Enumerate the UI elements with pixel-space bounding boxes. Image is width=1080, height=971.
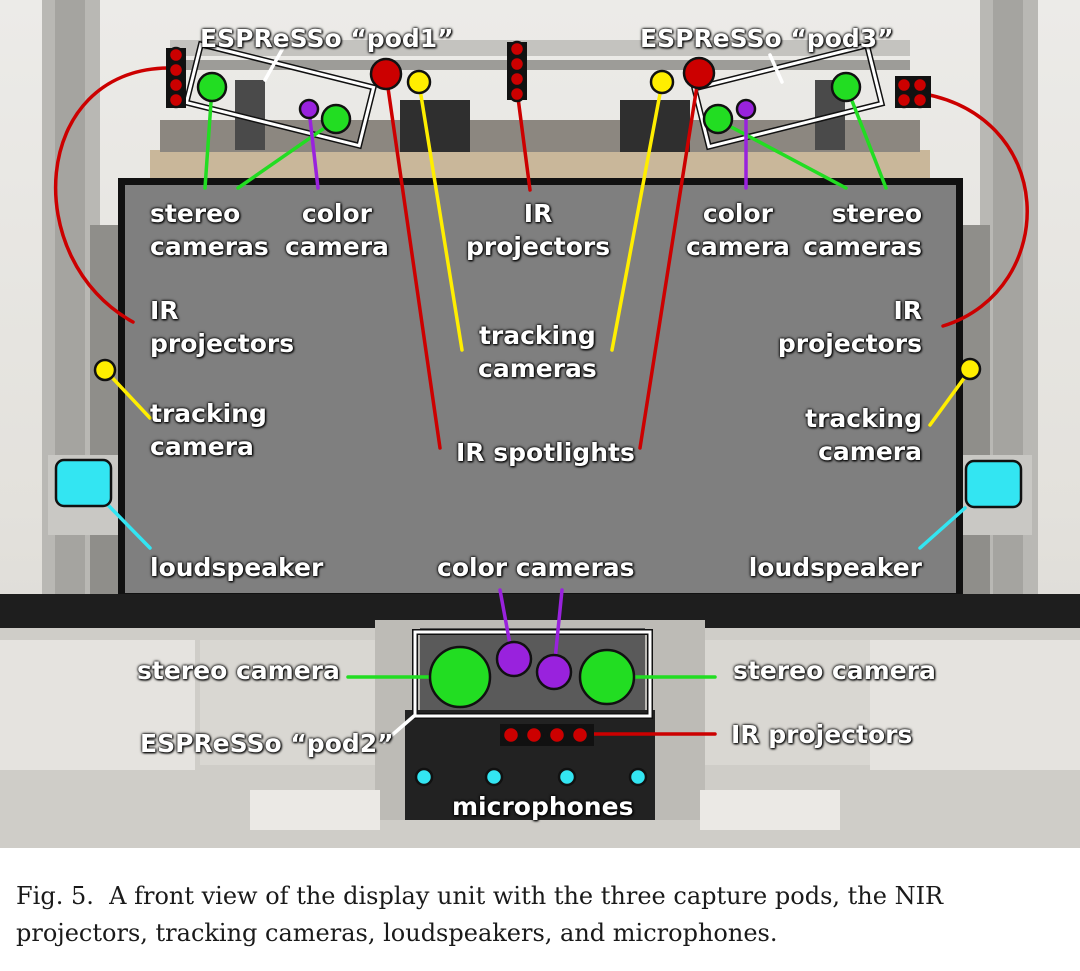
microphone-marker — [484, 767, 504, 787]
ir-spotlight-marker — [369, 57, 403, 91]
rig-frame — [42, 0, 1038, 605]
stereo-camera-marker — [702, 103, 734, 135]
leader-stereo-left-b — [236, 118, 338, 190]
leader-track-right — [928, 368, 972, 427]
stereo-camera-marker — [196, 71, 228, 103]
microphone-marker — [557, 767, 577, 787]
ir-projector-marker — [911, 91, 929, 109]
ir-projector-marker — [508, 40, 526, 58]
label-microphones: microphones — [452, 792, 634, 821]
leader-track-right-center — [610, 81, 664, 352]
stereo-camera-marker — [428, 645, 492, 709]
label-pod1: ESPReSSo “pod1” — [200, 24, 454, 53]
ir-projector-marker — [167, 61, 185, 79]
ir-projector-marker — [508, 55, 526, 73]
ir-projector-marker — [167, 76, 185, 94]
label-stereo-camera-right: stereo camera — [733, 656, 936, 685]
stereo-camera-marker — [578, 648, 636, 706]
label-pod3: ESPReSSo “pod3” — [640, 24, 894, 53]
label-loudspeaker-left: loudspeaker — [150, 553, 324, 582]
leader-lines — [53, 46, 1029, 744]
leader-stereo-right-b — [845, 86, 888, 190]
leader-ir-left — [53, 66, 170, 324]
leader-pod3 — [768, 53, 784, 84]
tracking-camera-marker — [93, 358, 117, 382]
label-ir-spotlights: IR spotlights — [456, 438, 635, 467]
leader-pod1 — [263, 46, 285, 82]
label-ir-projectors-bottom: IR projectors — [731, 720, 913, 749]
microphone-marker — [628, 767, 648, 787]
tracking-camera-marker — [649, 69, 675, 95]
caption-text: A front view of the display unit with th… — [16, 882, 944, 947]
tracking-camera-marker — [406, 69, 432, 95]
tracking-camera-marker — [958, 357, 982, 381]
leader-ir-top — [515, 88, 532, 192]
pod-outlines — [182, 40, 886, 719]
leader-pod2 — [382, 714, 416, 744]
label-pod2: ESPReSSo “pod2” — [140, 729, 394, 758]
ir-projector-marker — [167, 46, 185, 64]
ir-projector-marker — [508, 70, 526, 88]
leader-speaker-right — [918, 506, 967, 550]
caption-prefix: Fig. 5. — [16, 882, 94, 910]
ir-projector-marker — [895, 91, 913, 109]
color-camera-marker — [298, 98, 320, 120]
ir-projector-marker — [508, 85, 526, 103]
leader-color-left — [307, 108, 320, 190]
ir-projector-marker — [524, 725, 544, 745]
label-color-cameras-bottom: color cameras — [437, 553, 635, 582]
ir-spotlight-marker — [682, 56, 716, 90]
leader-stereo-left-a — [203, 86, 214, 190]
ir-projector-marker — [501, 725, 521, 745]
leader-speaker-left — [106, 503, 152, 550]
ir-projector-marker — [547, 725, 567, 745]
stereo-camera-marker — [830, 71, 862, 103]
display-unit-illustration — [0, 0, 1080, 848]
ir-projector-marker — [895, 76, 913, 94]
ir-projector-marker — [167, 91, 185, 109]
ir-projector-marker — [570, 725, 590, 745]
markers — [54, 40, 1023, 787]
ir-projector-marker — [911, 76, 929, 94]
figure-caption: Fig. 5. A front view of the display unit… — [16, 878, 1076, 952]
leader-track-left-center — [417, 81, 464, 352]
leader-stereo-right-a — [716, 118, 848, 190]
leader-spot-left — [384, 72, 442, 450]
leader-ir-right — [910, 90, 1029, 328]
loudspeaker-marker — [964, 459, 1023, 509]
display-screen — [125, 185, 956, 593]
loudspeaker-marker — [54, 458, 113, 508]
leader-spot-right — [638, 71, 701, 450]
color-camera-marker — [495, 640, 533, 678]
label-stereo-camera-left: stereo camera — [137, 656, 340, 685]
color-camera-marker — [535, 653, 573, 691]
microphone-marker — [414, 767, 434, 787]
stereo-camera-marker — [320, 103, 352, 135]
label-loudspeaker-right: loudspeaker — [748, 553, 922, 582]
color-camera-marker — [735, 98, 757, 120]
